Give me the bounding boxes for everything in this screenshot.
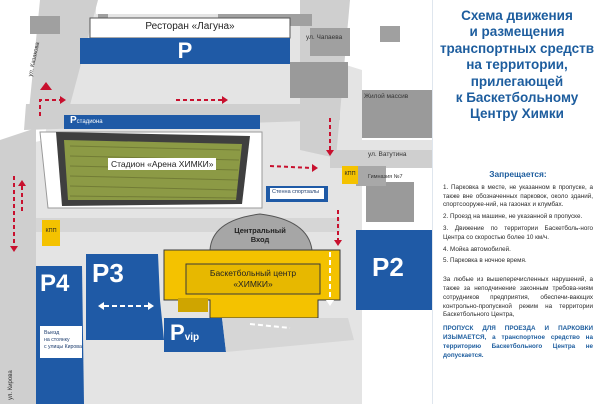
basketball-center-core <box>185 263 321 295</box>
street-kirova-label: ул. Кирова <box>8 370 14 400</box>
panel-title-line-7: Центру Химки <box>470 106 564 122</box>
pvip-sub: vip <box>184 332 200 343</box>
route-arrowheads-white <box>98 300 334 310</box>
pvip-parking[interactable] <box>164 318 226 352</box>
p3-label: P3 <box>92 258 124 288</box>
p2-parking[interactable] <box>356 230 432 310</box>
exit-line-3: с улицы Кирова <box>44 344 82 350</box>
kpp-right-box <box>342 166 358 184</box>
stadium-parking-p: P <box>70 115 77 126</box>
exit-line-1: Выезд <box>44 330 60 336</box>
p3-parking[interactable] <box>86 254 164 340</box>
rule-item: 2. Проезд на машине, не указанной в проп… <box>443 213 583 221</box>
top-parking-label: P <box>177 38 193 63</box>
school-building <box>366 182 414 222</box>
p4-exit-box <box>40 326 82 358</box>
territory-map: Ресторан «Лагуна» P Pстадиона Стадион «А… <box>0 0 432 404</box>
road-lower <box>222 318 354 352</box>
kpp-left-label: КПП <box>45 228 57 234</box>
forbidden-title: Запрещается: <box>489 169 547 179</box>
panel-title-line-3: транспортных средств <box>439 40 595 56</box>
p4-label: P4 <box>40 270 70 297</box>
residential-block-1 <box>290 62 348 98</box>
road-kirova <box>0 128 36 404</box>
panel-title-line-2: и размещения <box>469 24 565 40</box>
panel-title-line-4: на территории, <box>466 57 568 73</box>
kpp-left-box <box>42 220 60 246</box>
exit-label: Выезд на стоянку с улицы Кирова <box>44 330 82 351</box>
map-drawing <box>0 0 432 404</box>
violations-note: За любые из вышеперечисленных нарушений,… <box>443 276 593 319</box>
central-entrance-line-2: Вход <box>250 235 270 244</box>
stadium-parking-label: Pстадиона <box>70 115 103 128</box>
exit-line-2: на стоянку <box>44 337 70 343</box>
central-entrance-label: Центральный Вход <box>230 226 290 244</box>
basketball-center-label: Баскетбольный центр «ХИМКИ» <box>188 268 318 290</box>
central-entrance <box>209 213 313 251</box>
building-top-right <box>310 28 350 56</box>
rule-item: 4. Мойка автомобилей. <box>443 245 511 253</box>
road-vatutina <box>330 150 432 168</box>
stadium-label: Стадион «Арена ХИМКИ» <box>108 158 217 170</box>
rule-item: 3. Движение по территории Баскетболь-ног… <box>443 224 593 241</box>
panel-title-line-5: прилегающей <box>470 73 564 89</box>
residential-block-2 <box>362 90 432 138</box>
restaurant-label: Ресторан «Лагуна» <box>145 21 235 32</box>
stadium-parking-sub: стадиона <box>76 119 103 125</box>
p2-label: P2 <box>372 252 404 282</box>
school-label: Гимназия №7 <box>368 174 403 180</box>
street-chapaeva-label: ул. Чапаева <box>306 34 343 41</box>
top-parking[interactable] <box>80 38 290 64</box>
panel-title-line-1: Схема движения <box>461 8 573 23</box>
rule-item: 1. Парковка в месте, не указанном в проп… <box>443 183 593 209</box>
panel-title-line-6: к Баскетбольному <box>455 90 579 106</box>
pvip-main: P <box>170 320 185 345</box>
route-arrows-red <box>13 99 339 246</box>
basketball-center-wing <box>178 298 208 312</box>
basketball-center-line-1: Баскетбольный центр <box>209 268 297 278</box>
rule-item: 5. Парковка в ночное время. <box>443 257 527 265</box>
sport-hall-label-box <box>270 188 324 199</box>
building-top-left <box>30 16 60 34</box>
residential-tower <box>380 26 400 42</box>
info-panel: Схема движения и размещения транспортных… <box>432 0 600 404</box>
street-vatutina-label: ул. Ватутина <box>368 151 407 158</box>
school-annex <box>356 166 386 186</box>
panel-title: Схема движения и размещения транспортных… <box>437 8 597 123</box>
stadium-field <box>64 140 242 200</box>
panel-body: Запрещается: 1. Парковка в месте, не ука… <box>443 170 593 360</box>
pass-warning: ПРОПУСК ДЛЯ ПРОЕЗДА И ПАРКОВКИ ИЗЫМАЕТСЯ… <box>443 325 593 359</box>
central-entrance-line-1: Центральный <box>234 226 286 235</box>
route-arrowheads-red <box>10 82 342 252</box>
kpp-right-label: КПП <box>344 171 356 177</box>
stadium-parking[interactable] <box>64 115 260 129</box>
residential-label: Жилой массив <box>364 93 409 100</box>
sport-hall-label: Стенна спортзалы <box>272 189 320 195</box>
pvip-label: Pvip <box>170 320 199 351</box>
route-arrows-white <box>104 252 331 329</box>
basketball-center-line-2: «ХИМКИ» <box>233 279 273 289</box>
